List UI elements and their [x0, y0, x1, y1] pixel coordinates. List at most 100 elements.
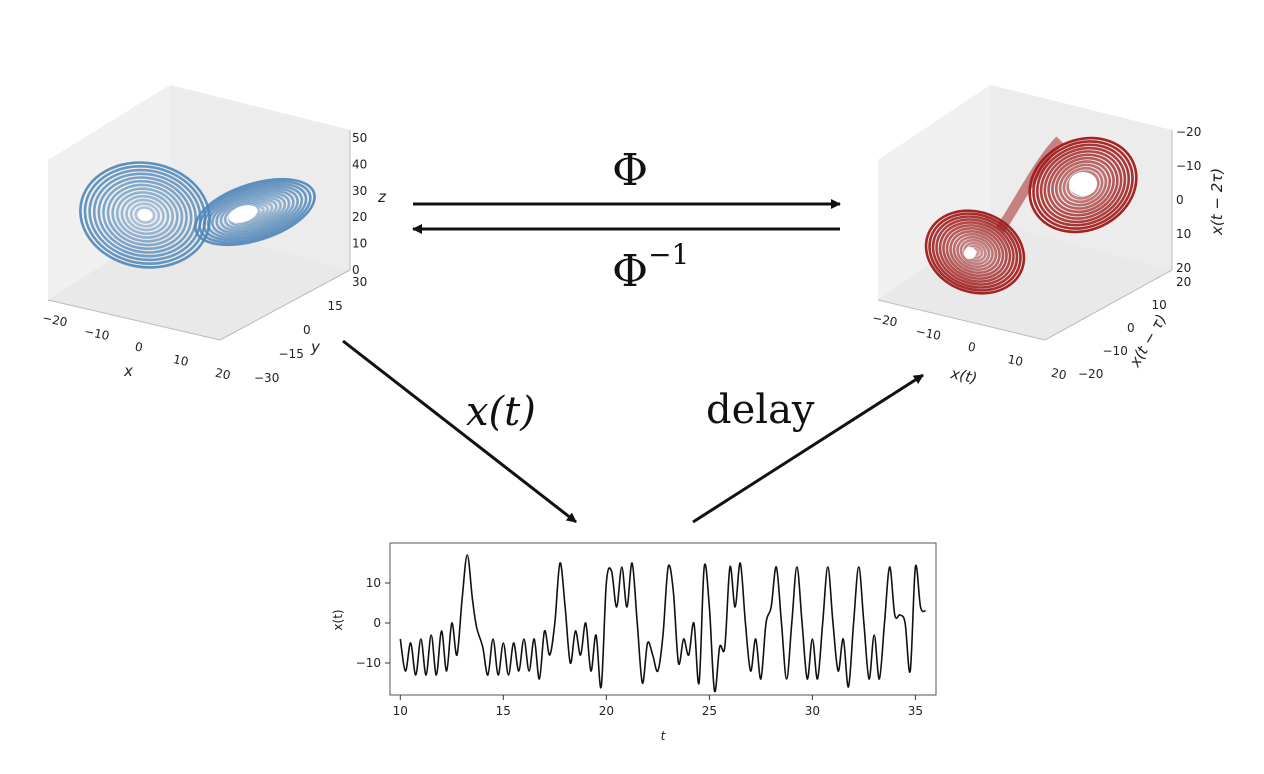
- attractor-loop-right: [1051, 156, 1115, 214]
- attractor-center-right: [1069, 172, 1097, 196]
- axis-tick-label: −10: [83, 324, 111, 343]
- attractor-loop-left: [102, 179, 188, 251]
- attractor-loop-right: [215, 189, 295, 235]
- axis-tick-label: 10: [1152, 298, 1167, 312]
- axis-tick-label: 0: [1176, 193, 1184, 207]
- attractor-loop-left: [945, 227, 1005, 277]
- attractor-center-right: [228, 205, 258, 223]
- attractor-loop-right: [1055, 160, 1111, 210]
- attractor-loop-left: [129, 202, 161, 228]
- y-tick-label: 0: [373, 616, 381, 630]
- attractor-center-left: [964, 247, 976, 259]
- attractor-loop-left: [83, 165, 207, 265]
- attractor-loop-left: [134, 206, 156, 224]
- x-tick-label: 20: [599, 704, 614, 718]
- attractor-loop-left: [97, 176, 193, 254]
- axis-tick-label: −30: [254, 371, 279, 385]
- x-tick-label: 10: [393, 704, 408, 718]
- attractor-loop-right: [1039, 146, 1127, 224]
- axis-tick-label: −10: [1176, 159, 1201, 173]
- chart-x-axis-label: t: [661, 729, 667, 743]
- observe-arrow: [342, 339, 577, 524]
- attractor-loop-left: [125, 198, 165, 232]
- embedding-z-ticks: 20 10 0 −10 −20: [1176, 125, 1201, 275]
- axis-tick-label: 30: [352, 275, 367, 289]
- attractor-loop-left: [938, 221, 1012, 283]
- axis-tick-label: 0: [134, 339, 144, 354]
- attractor-loop-right: [198, 180, 312, 244]
- series-line-x-t: [399, 554, 927, 693]
- delay-label: delay: [706, 387, 815, 433]
- attractor-loop-right: [1035, 143, 1131, 227]
- attractor-loop-right: [1062, 166, 1104, 204]
- attractor-loop-left: [931, 215, 1019, 289]
- attractor-loop-left: [928, 212, 1022, 292]
- x-tick-label: 30: [805, 704, 820, 718]
- attractor-bridge: [995, 136, 1064, 233]
- axis-tick-label: 20: [214, 366, 232, 383]
- axis-tick-label: 50: [352, 131, 367, 145]
- axis-tick-label: 20: [1050, 366, 1068, 383]
- axis-tick-label: 20: [1176, 261, 1191, 275]
- lorenz-y-axis-label: y: [310, 338, 321, 356]
- axis-tick-label: 10: [1176, 227, 1191, 241]
- axis-tick-label: −10: [1103, 344, 1128, 358]
- axis-tick-label: −15: [279, 347, 304, 361]
- axis-tick-label: 0: [1127, 321, 1135, 335]
- attractor-loop-left: [963, 241, 987, 263]
- axis-tick-label: 10: [352, 237, 367, 251]
- attractor-loop-right: [194, 177, 316, 247]
- lorenz-x-ticks: −20 −10 0 10 20: [41, 311, 232, 383]
- phi-mapping: Φ Φ−1: [412, 145, 841, 297]
- y-tick-label: −10: [356, 656, 381, 670]
- axis-tick-label: 10: [172, 352, 190, 369]
- chart-y-axis-label: x(t): [331, 609, 345, 630]
- attractor-loop-left: [111, 187, 179, 243]
- attractor-loop-right: [1028, 136, 1138, 234]
- attractor-loop-right: [223, 194, 287, 230]
- time-series-chart: −10 0 10 10 15 20 25 30 35 x(t) t: [331, 542, 937, 743]
- axis-tick-label: −20: [41, 311, 69, 330]
- axis-tick-label: −20: [1176, 125, 1201, 139]
- x-tick-label: 25: [702, 704, 717, 718]
- embedding-trajectory: [924, 136, 1138, 295]
- attractor-loop-right: [1058, 163, 1108, 207]
- delay-arrow: [692, 373, 924, 524]
- axis-tick-label: 15: [328, 299, 343, 313]
- embedding-x-ticks: −20 −10 0 10 20: [871, 311, 1068, 383]
- observable-label: x(t): [466, 389, 536, 435]
- axis-tick-label: 0: [967, 339, 977, 354]
- phi-label: Φ: [612, 145, 648, 196]
- attractor-loop-left: [79, 161, 211, 269]
- embedding-z-axis-label: x(t − 2τ): [1208, 168, 1226, 236]
- attractor-loop-right: [211, 187, 299, 237]
- attractor-loop-right: [1032, 140, 1134, 230]
- axis-tick-label: −20: [1078, 367, 1103, 381]
- axis-tick-label: 10: [1006, 352, 1024, 369]
- attractor-loop-left: [956, 235, 994, 269]
- attractor-loop-left: [924, 209, 1026, 295]
- x-tick-label: 15: [496, 704, 511, 718]
- attractor-loop-left: [115, 191, 175, 239]
- y-tick-label: 10: [366, 576, 381, 590]
- attractor-loop-left: [942, 224, 1008, 280]
- axis-tick-label: −10: [914, 324, 942, 343]
- attractor-loop-left: [952, 233, 998, 271]
- attractor-loop-left: [106, 183, 184, 247]
- axis-tick-label: −20: [871, 311, 899, 330]
- axis-tick-label: 40: [352, 157, 367, 171]
- attractor-loop-right: [219, 191, 291, 233]
- axis-tick-label: 20: [352, 210, 367, 224]
- attractor-loop-left: [959, 238, 991, 266]
- phi-inverse-label: Φ−1: [612, 238, 689, 297]
- attractor-center-left: [138, 209, 152, 221]
- attractor-loop-left: [120, 194, 170, 236]
- chart-y-ticks: −10 0 10: [356, 576, 390, 670]
- x-tick-label: 35: [908, 704, 923, 718]
